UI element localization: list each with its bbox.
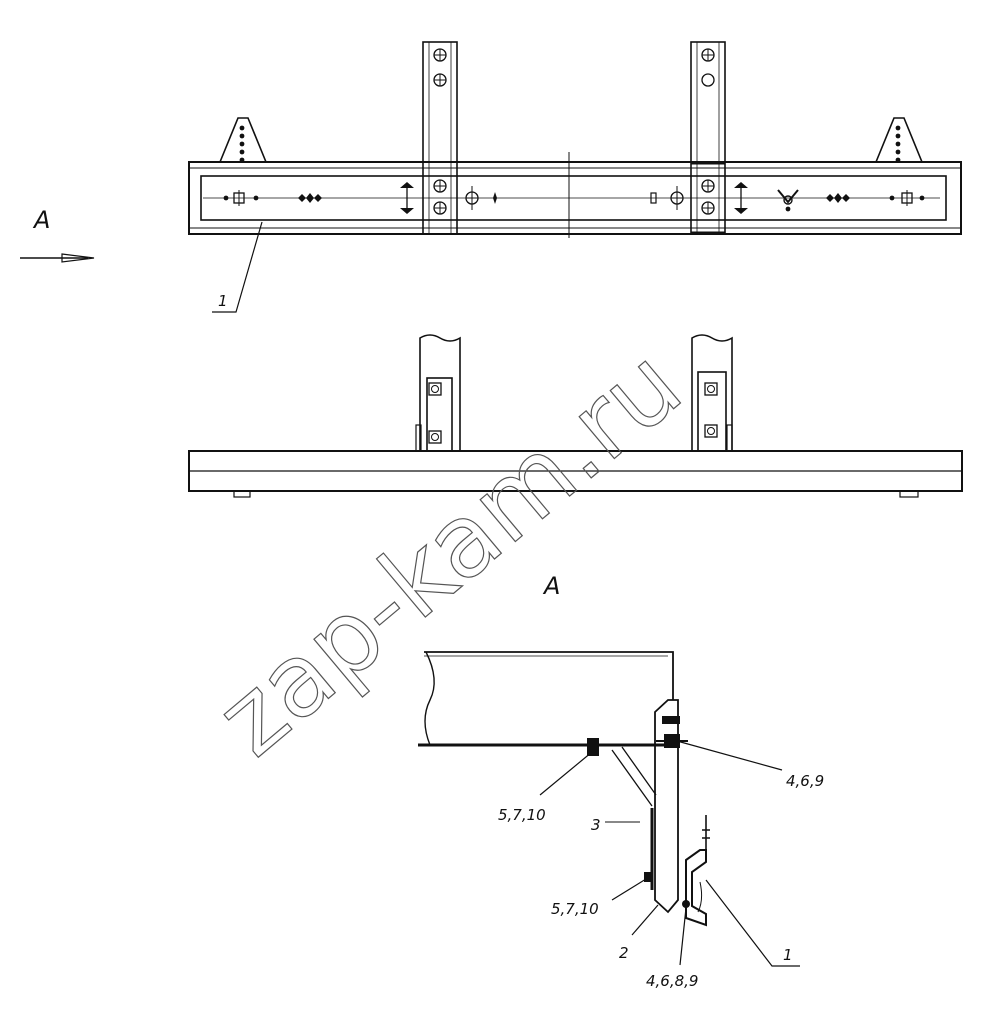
view-a-label: A: [32, 206, 50, 234]
section-view-a: A: [418, 572, 824, 990]
left-end-gusset: [219, 117, 267, 163]
right-end-gusset: [875, 117, 923, 163]
fastener-floor: [587, 738, 599, 756]
view-direction-arrow-head: [61, 253, 95, 263]
top-beam-outer: [188, 161, 962, 235]
watermark: zap-kam.ru: [195, 326, 703, 778]
right-post: [690, 41, 726, 235]
callout-frame-section: 1: [783, 946, 793, 964]
fastener-lower-bolt: [682, 900, 690, 908]
diagonal-brace: [611, 746, 657, 807]
fastener-lower-left: [644, 872, 652, 882]
callout-brace: 3: [591, 816, 601, 834]
top-view: 1 A: [20, 41, 962, 313]
callout-bolts-lower: 4,6,8,9: [646, 972, 698, 990]
top-beam-inner: [200, 175, 947, 221]
section-a-label: A: [542, 572, 560, 600]
frame-channel-profile: [685, 815, 710, 927]
leader-5-7-10-bottom: [611, 878, 647, 901]
callout-fasteners-b: 5,7,10: [551, 900, 599, 918]
vertical-bracket: [654, 699, 679, 914]
callout-1-leader: [212, 221, 263, 313]
left-post: [422, 41, 458, 235]
body-panel-break: [424, 651, 435, 746]
callout-fasteners-a: 5,7,10: [498, 806, 546, 824]
leader-1-section: [705, 879, 800, 967]
front-right-post: [691, 334, 733, 452]
front-view: [188, 334, 963, 498]
front-right-foot: [899, 490, 919, 498]
body-panel-outline: [424, 651, 674, 700]
beam-hole-symbols: [223, 182, 925, 214]
front-left-foot: [233, 490, 251, 498]
callout-bolts-upper: 4,6,9: [786, 772, 824, 790]
fastener-upper-bolts: [656, 716, 688, 748]
leader-4-6-9: [676, 740, 783, 771]
callout-bracket: 2: [619, 944, 629, 962]
callout-frame-top: 1: [218, 292, 228, 310]
leader-2: [631, 904, 659, 936]
leader-4-6-8-9: [679, 907, 687, 966]
front-left-post: [415, 334, 461, 452]
leader-5-7-10-top: [539, 751, 593, 796]
